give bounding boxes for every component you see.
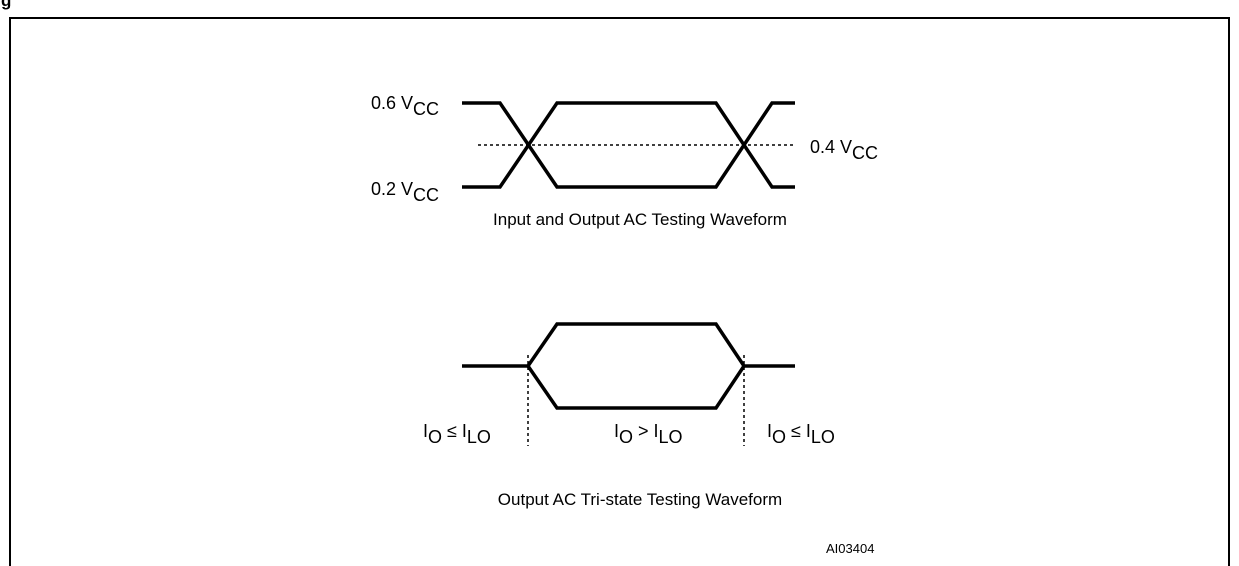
header-fragment: g <box>1 0 11 10</box>
tristate-trace-lower <box>526 365 746 410</box>
figure-frame <box>9 17 1230 566</box>
tristate-waveform: IO ≤ ILO IO > ILO IO ≤ ILO Output AC Tri… <box>423 322 835 509</box>
left-current-label: IO ≤ ILO <box>423 421 491 447</box>
right-current-label: IO ≤ ILO <box>767 421 835 447</box>
waveform-trace-b <box>462 101 795 189</box>
level-high-label: 0.6 VCC <box>371 93 439 119</box>
waveform-trace-a <box>462 101 795 189</box>
middle-current-label: IO > ILO <box>614 421 683 447</box>
io-waveform-caption: Input and Output AC Testing Waveform <box>493 210 787 229</box>
tristate-waveform-caption: Output AC Tri-state Testing Waveform <box>498 490 782 509</box>
tristate-trace-upper <box>462 322 795 368</box>
level-low-label: 0.2 VCC <box>371 179 439 205</box>
io-waveform: 0.6 VCC 0.2 VCC 0.4 VCC Input and Output… <box>371 93 878 229</box>
figure-id: AI03404 <box>826 541 874 556</box>
level-reference-label: 0.4 VCC <box>810 137 878 163</box>
